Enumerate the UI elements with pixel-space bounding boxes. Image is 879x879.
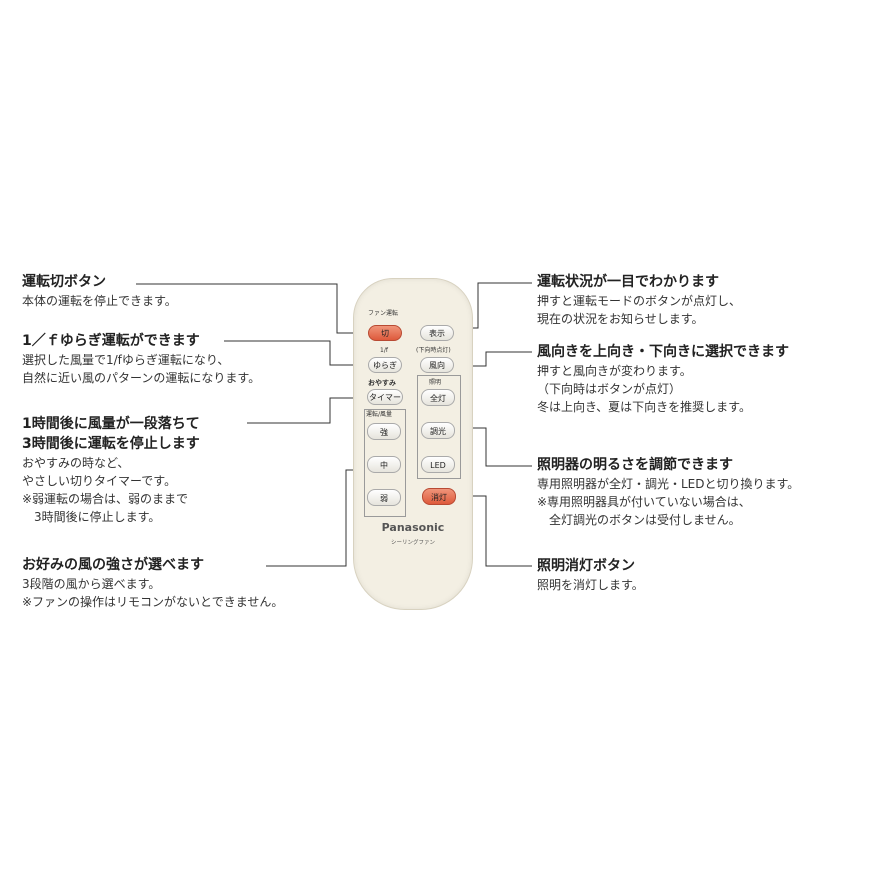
- annotation-desc: 本体の運転を停止できます。: [22, 294, 177, 308]
- annotation-desc: ※弱運転の場合は、弱のままで: [22, 492, 189, 506]
- annotation-title: 運転状況が一目でわかります: [537, 274, 719, 290]
- light-off-button[interactable]: 消灯: [422, 488, 456, 505]
- annotation-light-off: 照明消灯ボタン 照明を消灯します。: [537, 556, 644, 594]
- brand-logo: Panasonic: [381, 521, 445, 534]
- annotation-desc: やさしい切りタイマーです。: [22, 474, 177, 488]
- annotation-desc: （下向時はボタンが点灯）: [537, 382, 682, 396]
- annotation-desc: 3時間後に停止します。: [22, 510, 161, 524]
- annotation-desc: おやすみの時など、: [22, 456, 130, 470]
- annotation-desc: 現在の状況をお知らせします。: [537, 312, 704, 326]
- annotation-title: 1／ｆゆらぎ運転ができます: [22, 333, 200, 349]
- annotation-desc: ※ファンの操作はリモコンがないとできません。: [22, 595, 284, 609]
- annotation-yuragi: 1／ｆゆらぎ運転ができます 選択した風量で1/fゆらぎ運転になり、 自然に近い風…: [22, 331, 260, 387]
- annotation-desc: 押すと風向きが変わります。: [537, 364, 692, 378]
- dimmer-button[interactable]: 調光: [421, 422, 455, 439]
- down-lit-label: (下向時点灯): [416, 347, 451, 354]
- annotation-desc: 冬は上向き、夏は下向きを推奨します。: [537, 400, 751, 414]
- annotation-title: 運転切ボタン: [22, 274, 106, 290]
- annotation-timer: 1時間後に風量が一段落ちて 3時間後に運転を停止します おやすみの時など、 やさ…: [22, 414, 200, 526]
- weak-button[interactable]: 弱: [367, 489, 401, 506]
- medium-button[interactable]: 中: [367, 456, 401, 473]
- lighting-group: [417, 375, 461, 479]
- annotation-desc: 全灯調光のボタンは受付しません。: [537, 513, 741, 527]
- annotation-title: 風向きを上向き・下向きに選択できます: [537, 344, 789, 360]
- timer-button[interactable]: タイマー: [367, 389, 403, 405]
- annotation-title: 1時間後に風量が一段落ちて: [22, 416, 200, 432]
- fan-run-label: ファン運転: [368, 310, 399, 317]
- strong-button[interactable]: 強: [367, 423, 401, 440]
- shoumei-label: 照明: [429, 379, 442, 386]
- yuragi-button[interactable]: ゆらぎ: [368, 357, 402, 373]
- display-button[interactable]: 表示: [420, 325, 454, 341]
- oyasumi-label: おやすみ: [368, 379, 396, 387]
- full-light-button[interactable]: 全灯: [421, 389, 455, 406]
- annotation-title: お好みの風の強さが選べます: [22, 557, 204, 573]
- annotation-desc: 選択した風量で1/fゆらぎ運転になり、: [22, 353, 230, 367]
- remote-control: ファン運転 切 表示 1/f (下向時点灯) ゆらぎ 風向 おやすみ タイマー …: [353, 278, 473, 610]
- annotation-power-off: 運転切ボタン 本体の運転を停止できます。: [22, 272, 177, 310]
- annotation-status: 運転状況が一目でわかります 押すと運転モードのボタンが点灯し、 現在の状況をお知…: [537, 272, 741, 328]
- annotation-desc: 照明を消灯します。: [537, 578, 644, 592]
- annotation-title: 照明消灯ボタン: [537, 558, 635, 574]
- fan-level-group: [364, 409, 406, 517]
- annotation-desc: 自然に近い風のパターンの運転になります。: [22, 371, 261, 385]
- direction-button[interactable]: 風向: [420, 357, 454, 373]
- annotation-desc: ※専用照明器具が付いていない場合は、: [537, 495, 751, 509]
- annotation-direction: 風向きを上向き・下向きに選択できます 押すと風向きが変わります。 （下向時はボタ…: [537, 342, 789, 416]
- annotation-fan-strength: お好みの風の強さが選べます 3段階の風から選べます。 ※ファンの操作はリモコンが…: [22, 555, 283, 611]
- led-button[interactable]: LED: [421, 456, 455, 473]
- annotation-lighting: 照明器の明るさを調節できます 専用照明器が全灯・調光・LEDと切り換ります。 ※…: [537, 455, 799, 529]
- product-label: シーリングファン: [390, 540, 435, 546]
- annotation-desc: 専用照明器が全灯・調光・LEDと切り換ります。: [537, 477, 800, 491]
- one-f-label: 1/f: [380, 347, 388, 354]
- off-button[interactable]: 切: [368, 325, 402, 341]
- annotation-title: 照明器の明るさを調節できます: [537, 457, 733, 473]
- annotation-desc: 押すと運転モードのボタンが点灯し、: [537, 294, 742, 308]
- annotation-title: 3時間後に運転を停止します: [22, 436, 200, 452]
- fan-level-label: 運転/風量: [366, 411, 393, 418]
- annotation-desc: 3段階の風から選べます。: [22, 577, 161, 591]
